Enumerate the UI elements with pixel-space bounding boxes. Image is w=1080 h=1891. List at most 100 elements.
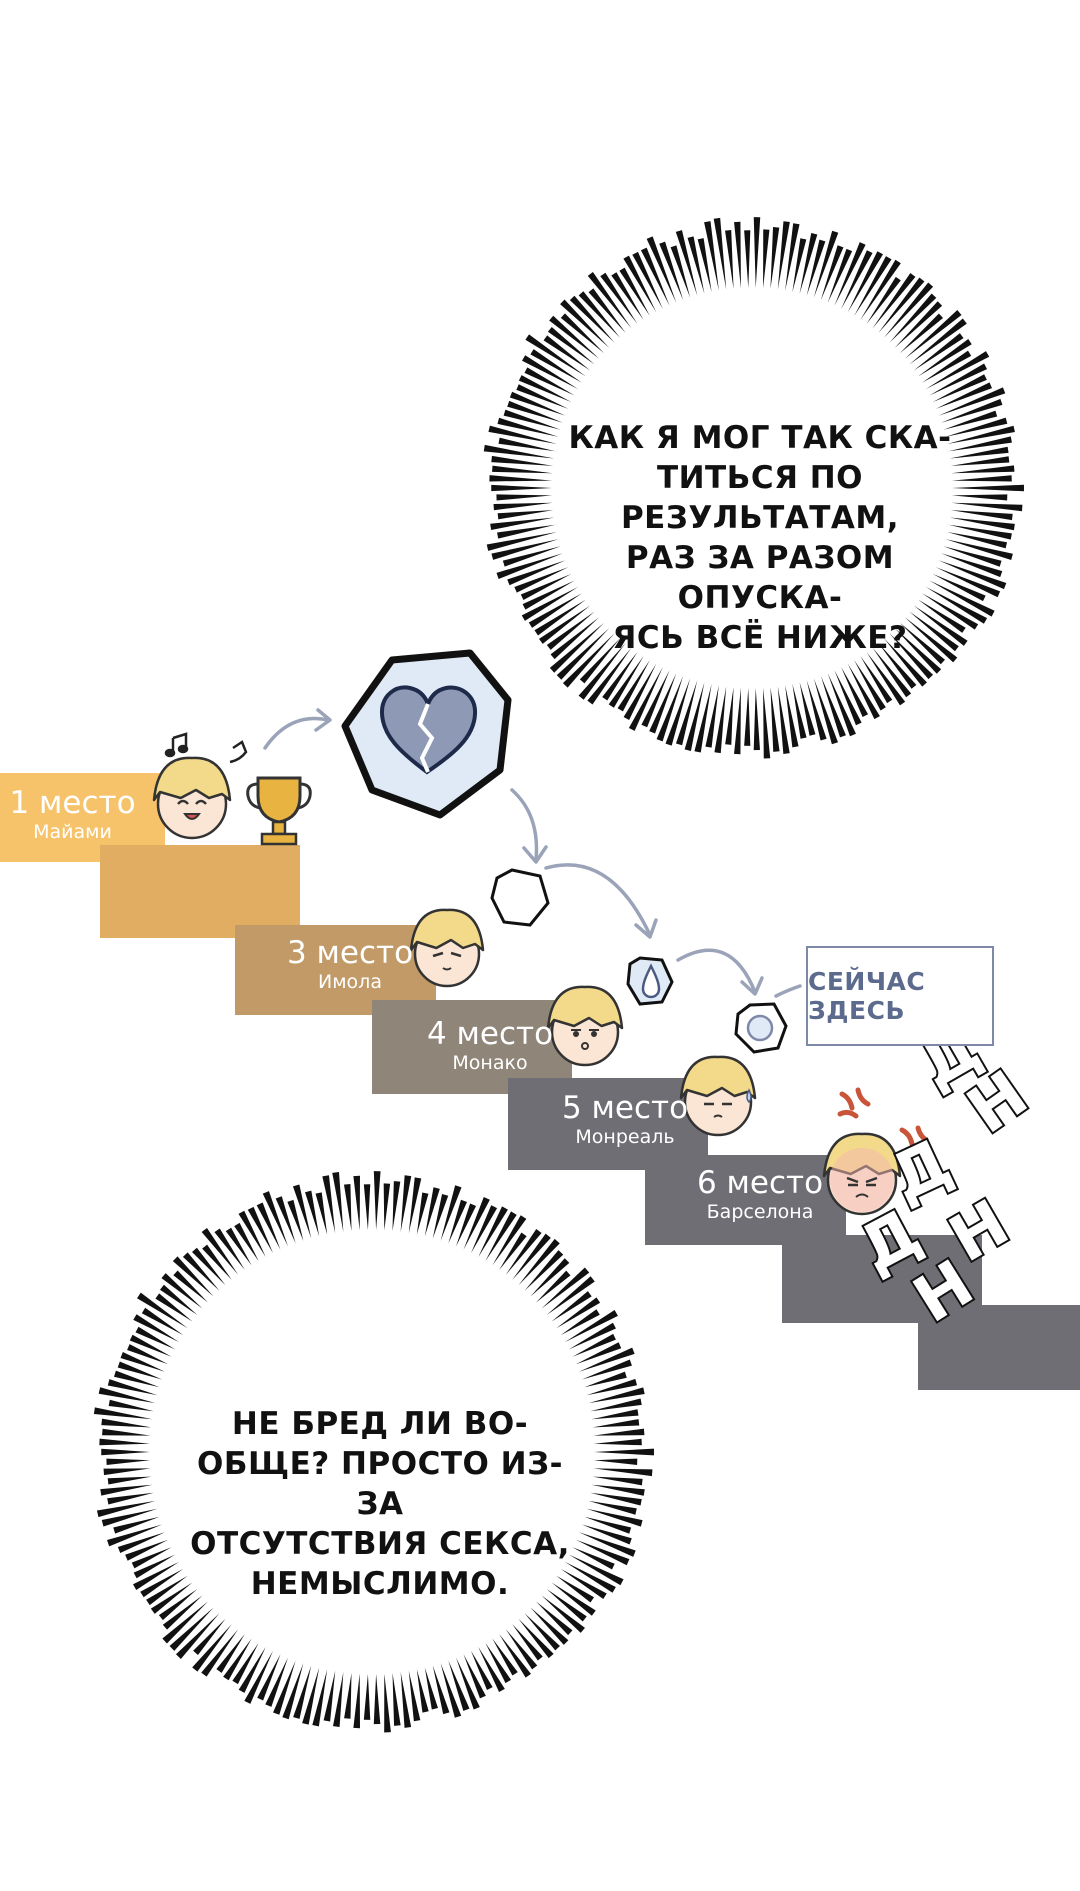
focus-line [287,1199,304,1241]
chibi-head-icon [546,985,624,1067]
focus-line [127,1344,169,1365]
focus-line [952,484,1024,492]
focus-line [899,313,944,354]
focus-line [763,687,771,759]
focus-line [432,1665,450,1715]
focus-line [619,267,650,317]
focus-line [492,465,553,474]
focus-line [509,391,566,416]
focus-line [497,524,556,539]
focus-line [507,400,563,423]
focus-line [244,1650,274,1704]
focus-line [541,1267,590,1309]
focus-line [485,1211,517,1262]
step-label-6: 6 место Барселона [665,1165,855,1223]
focus-line [591,1484,645,1496]
focus-line [497,510,554,520]
focus-line [363,1673,371,1720]
step-city: Майами [33,821,112,843]
focus-line [125,1539,169,1561]
focus-line [665,678,691,746]
focus-line [883,282,934,338]
focus-line [941,398,1003,423]
focus-line [120,1352,165,1372]
focus-line [792,238,807,293]
focus-line [578,291,621,338]
focus-line [202,1244,232,1280]
focus-line [273,1660,296,1715]
focus-line [770,687,780,752]
focus-line [456,1657,480,1710]
focus-line [785,223,800,291]
focus-line [593,1468,653,1477]
bubble-line: КАК Я МОГ ТАК СКА- [568,420,952,456]
speech-bubble-bottom-text: НЕ БРЕД ЛИ ВО- ОБЩЕ? ПРОСТО ИЗ-ЗА ОТСУТС… [180,1404,580,1604]
focus-line [117,1361,163,1380]
focus-line [107,1476,152,1485]
now-here-callout: СЕЙЧАС ЗДЕСЬ [806,946,994,1046]
focus-line [866,651,906,706]
focus-line [684,682,705,751]
focus-line [951,475,1012,482]
focus-line [536,1270,571,1303]
focus-line [492,1215,527,1266]
chibi-head-icon [679,1055,757,1137]
focus-line [617,659,650,712]
focus-line [894,301,943,348]
focus-line [107,1379,158,1396]
focus-line [704,221,719,291]
focus-line [725,687,734,745]
focus-line [499,1633,531,1678]
focus-line [646,236,677,303]
focus-line [373,1673,381,1725]
focus-line [904,310,962,359]
focus-line [581,1359,632,1380]
focus-line [894,628,942,674]
focus-line [463,1196,490,1250]
focus-line [505,1228,542,1275]
focus-line [611,272,644,320]
focus-line [932,573,986,602]
focus-line [579,638,621,684]
focus-line [744,687,751,746]
focus-line [448,1660,470,1711]
focus-line [265,1657,288,1707]
focus-line [549,315,600,359]
focus-line [734,221,741,289]
focus-line [947,531,1008,549]
focus-line [373,1171,381,1231]
focus-line [945,417,1008,437]
focus-line [628,667,663,731]
focus-line [593,1438,642,1446]
focus-line [913,605,968,646]
water-drop-icon [626,956,674,1006]
bubble-line: РАЗ ЗА РАЗОМ ОПУСКА- [625,540,895,616]
focus-line [312,1669,328,1727]
focus-line [725,230,734,289]
focus-line [292,1184,312,1239]
focus-line [806,680,827,741]
focus-line [763,229,770,289]
chibi-head-icon [822,1132,902,1216]
focus-line [131,1547,172,1569]
music-note-icon [164,732,248,764]
focus-line [948,524,1012,540]
focus-line [332,1171,344,1232]
focus-line [834,242,866,306]
step-place: 1 место [9,785,136,821]
focus-line [293,1665,312,1719]
focus-line [141,1307,184,1336]
focus-line [854,659,886,711]
focus-line [575,1342,622,1365]
focus-line [579,1532,636,1557]
focus-line [383,1183,391,1231]
focus-line [878,643,917,689]
focus-line [889,293,937,343]
focus-line [949,517,1015,531]
focus-line [133,1314,180,1343]
staircase [0,773,1080,1390]
focus-line [536,1601,573,1636]
focus-line [951,494,1008,501]
focus-line [659,241,684,301]
